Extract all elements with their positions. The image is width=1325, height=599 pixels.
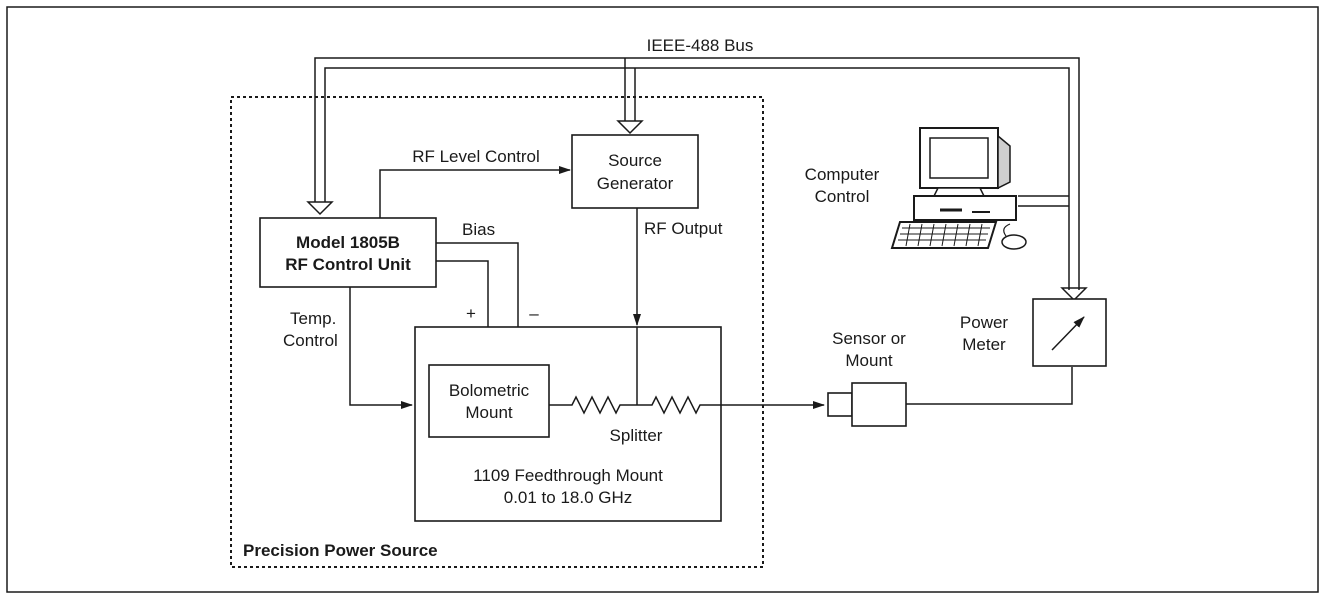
temp-control-label-2: Control — [283, 331, 338, 350]
power-meter-label-1: Power — [960, 313, 1009, 332]
feedthrough-range: 0.01 to 18.0 GHz — [504, 488, 633, 507]
source-generator-line1: Source — [608, 151, 662, 170]
feedthrough-title: 1109 Feedthrough Mount — [473, 466, 663, 485]
source-generator-box: Source Generator — [571, 134, 699, 209]
computer-label-1: Computer — [805, 165, 880, 184]
source-generator-line2: Generator — [597, 174, 674, 193]
computer-label-2: Control — [815, 187, 870, 206]
rf-output-label: RF Output — [644, 219, 723, 238]
sensor-mount — [827, 382, 907, 427]
ieee-488-bus: IEEE-488 Bus — [306, 36, 1088, 302]
sensor-label-1: Sensor or — [832, 329, 906, 348]
precision-power-source-title: Precision Power Source — [243, 541, 438, 560]
control-unit-model: Model 1805B — [296, 233, 400, 252]
precision-power-source-boundary — [230, 96, 764, 568]
feedthrough-mount-box: 1109 Feedthrough Mount 0.01 to 18.0 GHz — [414, 326, 722, 522]
bias-plus-line — [436, 260, 489, 327]
control-unit-box: Model 1805B RF Control Unit — [259, 217, 437, 288]
temp-control-label-1: Temp. — [290, 309, 336, 328]
bus-label: IEEE-488 Bus — [647, 36, 754, 55]
outer-frame — [6, 6, 1319, 593]
power-meter-label-2: Meter — [962, 335, 1006, 354]
temp-control-line — [349, 287, 413, 409]
desktop-computer-icon — [890, 127, 1027, 250]
bolometric-line1: Bolometric — [449, 381, 530, 400]
splitter-label: Splitter — [610, 426, 663, 445]
bias-minus-sign: – — [529, 304, 539, 323]
splitter-resistors — [549, 327, 721, 415]
power-meter — [1032, 298, 1107, 367]
bias-label: Bias — [462, 220, 495, 239]
bias-plus-sign: + — [466, 304, 476, 323]
rf-level-control-line — [379, 166, 571, 218]
rf-level-control-label: RF Level Control — [412, 147, 540, 166]
bias-minus-line — [436, 242, 519, 327]
control-unit-name: RF Control Unit — [285, 255, 411, 274]
bolometric-mount-box: Bolometric Mount — [428, 364, 550, 438]
sensor-label-2: Mount — [845, 351, 893, 370]
sensor-to-meter-line — [906, 367, 1073, 405]
bolometric-line2: Mount — [465, 403, 513, 422]
